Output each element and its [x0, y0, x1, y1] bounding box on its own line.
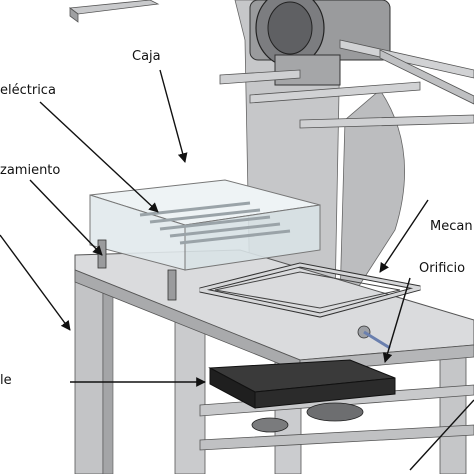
- arrow-caja: [159, 69, 188, 163]
- arrow-electrica: [39, 101, 159, 213]
- arrow-mecan: [379, 199, 429, 273]
- arrow-left-edge: [0, 234, 71, 331]
- table-frame: [74, 249, 474, 474]
- upper-rails: [219, 39, 474, 129]
- label-zamiento: zamiento: [0, 163, 61, 178]
- arrow-bottom-right: [409, 399, 474, 471]
- leader-lines: [0, 69, 474, 471]
- label-caja: Caja: [132, 49, 161, 64]
- label-mecan: Mecan: [430, 219, 473, 234]
- arrow-zamiento: [29, 179, 103, 256]
- label-orificio: Orificio: [419, 261, 466, 276]
- heating-coils: [139, 201, 291, 245]
- label-electrica: eléctrica: [0, 83, 56, 98]
- mold-plate: [208, 359, 396, 433]
- label-le: le: [0, 373, 12, 388]
- arrow-orificio: [382, 277, 411, 363]
- top-bracket: [68, 0, 160, 23]
- glass-box: [89, 179, 321, 271]
- blower-motor: [249, 0, 391, 86]
- orifice-lever: [357, 325, 391, 350]
